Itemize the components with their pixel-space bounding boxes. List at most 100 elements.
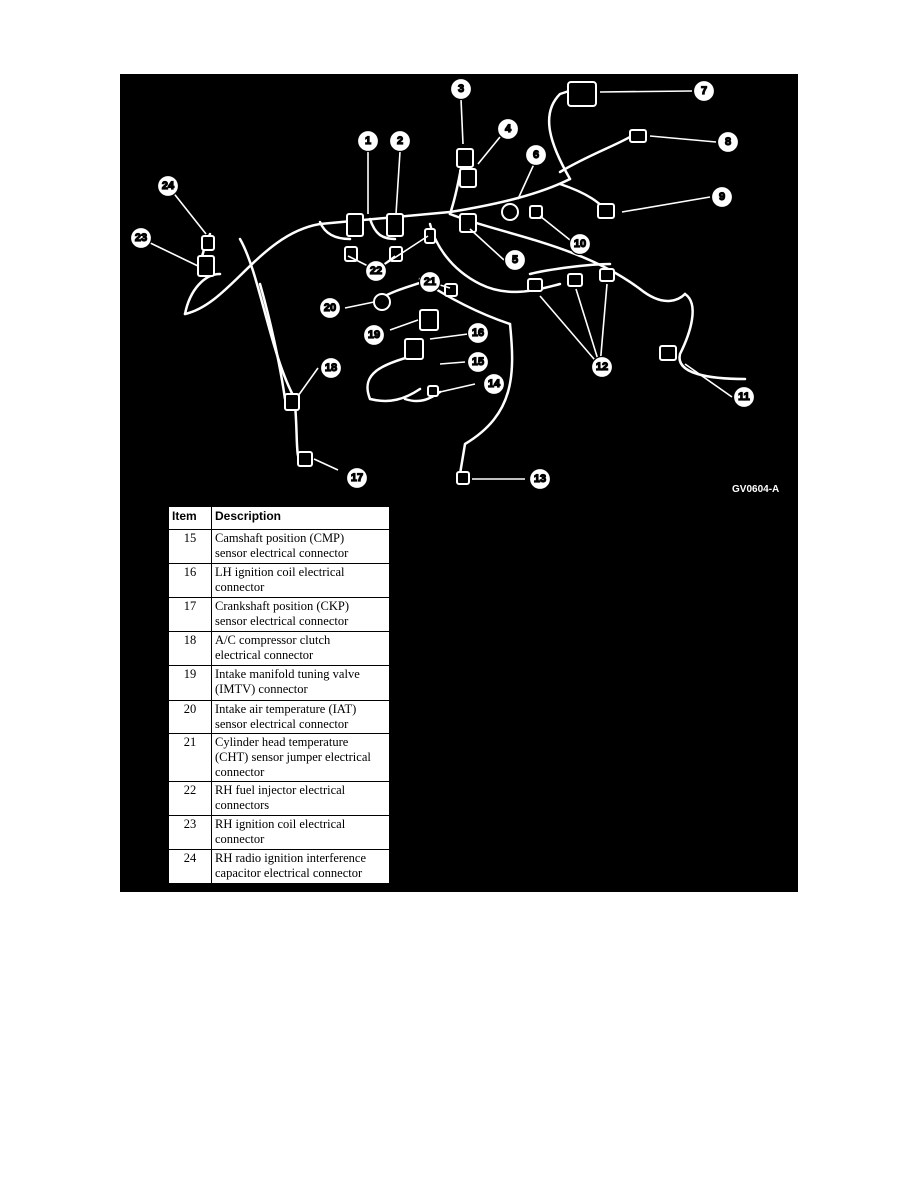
connector [456, 148, 474, 168]
legend-row: 15 Camshaft position (CMP)sensor electri… [168, 529, 390, 564]
connector [527, 278, 543, 292]
connector [459, 213, 477, 233]
wiring-harness-diagram: 1 2 3 4 5 6 7 8 9 10 11 12 13 14 15 16 1… [129, 77, 756, 491]
description-line: Camshaft position (CMP) [215, 531, 345, 545]
connector [444, 283, 458, 297]
connector [427, 385, 439, 397]
connector [567, 81, 597, 107]
description-line: Intake manifold tuning valve [215, 667, 360, 681]
description-line: connectors [215, 798, 270, 812]
item-number: 17 [168, 597, 212, 632]
illustration-panel: 1 2 3 4 5 6 7 8 9 10 11 12 13 14 15 16 1… [120, 74, 798, 892]
connector [501, 203, 519, 221]
item-description: Camshaft position (CMP)sensor electrical… [211, 529, 390, 564]
callout-18: 18 [325, 362, 337, 374]
connector [201, 235, 215, 251]
callout-6: 6 [533, 149, 539, 161]
description-line: RH ignition coil electrical [215, 817, 346, 831]
harness-wire [368, 217, 397, 241]
callout-4: 4 [505, 123, 512, 135]
description-line: connector [215, 832, 265, 846]
item-number: 20 [168, 700, 212, 734]
connector [373, 293, 391, 311]
callout-5: 5 [512, 254, 518, 266]
legend-row: 20 Intake air temperature (IAT)sensor el… [168, 700, 390, 734]
connector [197, 255, 215, 277]
callout-14: 14 [488, 378, 501, 390]
callout-15: 15 [472, 356, 484, 368]
harness-wire [183, 272, 222, 316]
callout-10: 10 [574, 238, 586, 250]
callout-24: 24 [162, 180, 175, 192]
column-header-description: Description [211, 506, 390, 530]
description-line: Crankshaft position (CKP) [215, 599, 350, 613]
legend-row: 19 Intake manifold tuning valve(IMTV) co… [168, 665, 390, 701]
description-line: capacitor electrical connector [215, 866, 363, 880]
connector [424, 228, 436, 244]
description-line: (IMTV) connector [215, 682, 308, 696]
connector [419, 309, 439, 331]
callout-20: 20 [324, 302, 336, 314]
connector [284, 393, 300, 411]
description-line: Cylinder head temperature [215, 735, 349, 749]
legend-row: 17 Crankshaft position (CKP)sensor elect… [168, 597, 390, 632]
description-line: sensor electrical connector [215, 546, 349, 560]
callout-17: 17 [351, 472, 363, 484]
item-number: 23 [168, 815, 212, 850]
item-number: 16 [168, 563, 212, 598]
harness-wire [547, 87, 577, 181]
description-line: Intake air temperature (IAT) [215, 702, 357, 716]
description-line: RH fuel injector electrical [215, 783, 346, 797]
description-line: LH ignition coil electrical [215, 565, 345, 579]
item-number: 19 [168, 665, 212, 701]
item-number: 24 [168, 849, 212, 884]
description-line: (CHT) sensor jumper electrical [215, 750, 371, 764]
callout-3: 3 [458, 83, 464, 95]
item-description: Intake manifold tuning valve(IMTV) conne… [211, 665, 390, 701]
connector [599, 268, 615, 282]
callout-19: 19 [368, 329, 380, 341]
figure-id: GV0604-A [732, 484, 780, 495]
callout-11: 11 [738, 391, 750, 403]
description-line: A/C compressor clutch [215, 633, 331, 647]
connector [344, 246, 358, 262]
connector [456, 471, 470, 485]
callout-8: 8 [725, 136, 731, 148]
harness-wire [238, 237, 297, 401]
harness-wire [458, 322, 514, 476]
item-number: 22 [168, 781, 212, 816]
harness-wire [678, 292, 747, 381]
callout-12: 12 [596, 361, 608, 373]
callout-21: 21 [424, 276, 436, 288]
harness-wire [366, 352, 422, 403]
callout-22: 22 [370, 265, 382, 277]
connector [404, 338, 424, 360]
connector [386, 213, 404, 237]
connector [297, 451, 313, 467]
connector [346, 213, 364, 237]
description-line: connector [215, 580, 265, 594]
connector [529, 205, 543, 219]
connector [567, 273, 583, 287]
harness-wire [258, 282, 287, 401]
description-line: connector [215, 765, 265, 779]
item-number: 18 [168, 631, 212, 666]
connector [459, 168, 477, 188]
legend-header-row: Item Description [168, 506, 390, 530]
item-description: Intake air temperature (IAT)sensor elect… [211, 700, 390, 734]
connector [629, 129, 647, 143]
harness-wire [528, 262, 612, 276]
legend-row: 21 Cylinder head temperature(CHT) sensor… [168, 733, 390, 782]
description-line: RH radio ignition interference [215, 851, 366, 865]
connector [597, 203, 615, 219]
callout-16: 16 [472, 327, 484, 339]
item-description: Cylinder head temperature(CHT) sensor ju… [211, 733, 390, 782]
